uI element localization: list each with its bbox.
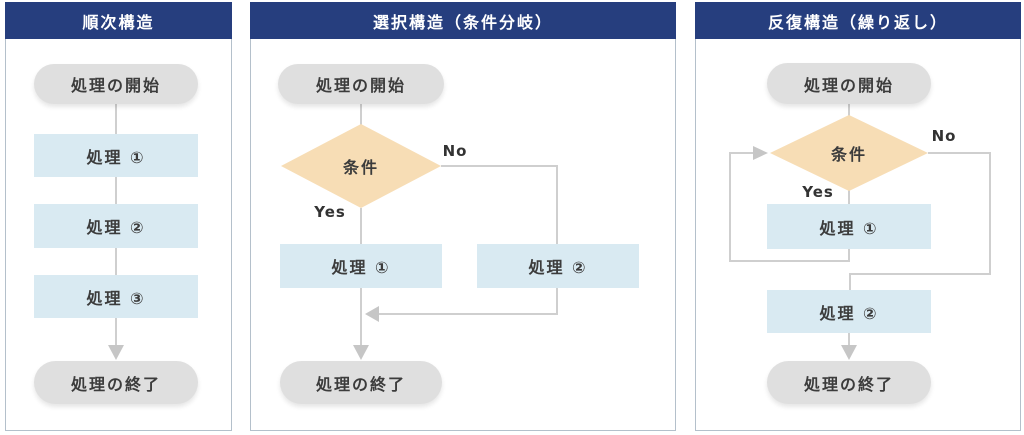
process-step-2: 処理 ② — [477, 244, 639, 288]
no-label: No — [931, 127, 957, 145]
start-terminal: 処理の開始 — [767, 63, 931, 104]
yes-label: Yes — [314, 203, 346, 221]
end-terminal: 処理の終了 — [767, 361, 931, 404]
arrowhead-down-icon — [353, 345, 369, 360]
panel-sequential: 順次構造 処理の開始 処理 ① 処理 ② 処理 ③ 処理の終了 — [5, 2, 232, 431]
end-terminal: 処理の終了 — [34, 361, 198, 404]
start-terminal: 処理の開始 — [278, 64, 444, 104]
arrowhead-left-icon — [365, 306, 379, 322]
panel-selection-title: 選択構造（条件分岐） — [250, 2, 676, 39]
connector-svg — [108, 104, 124, 360]
end-terminal: 処理の終了 — [280, 361, 442, 404]
arrowhead-down-icon — [841, 345, 857, 360]
process-step-1: 処理 ① — [280, 244, 442, 288]
process-step-1: 処理 ① — [34, 134, 198, 177]
process-step-1: 処理 ① — [767, 204, 931, 249]
panel-iteration: 反復構造（繰り返し） 処理の開始 条件 Yes No 処理 ① 処理 ② 処理の… — [695, 2, 1021, 431]
start-terminal: 処理の開始 — [34, 64, 198, 104]
process-step-2: 処理 ② — [34, 204, 198, 248]
panel-sequential-title: 順次構造 — [5, 2, 232, 39]
process-step-3: 処理 ③ — [34, 275, 198, 318]
connector-svg — [353, 104, 558, 360]
panel-iteration-title: 反復構造（繰り返し） — [695, 2, 1021, 39]
yes-label: Yes — [802, 183, 834, 201]
process-step-2: 処理 ② — [767, 290, 931, 333]
arrowhead-down-icon — [108, 345, 124, 360]
no-label: No — [442, 142, 468, 160]
connector-svg — [729, 104, 991, 360]
panel-selection: 選択構造（条件分岐） 処理の開始 条件 Yes No 処理 ① 処理 ② 処理の… — [250, 2, 676, 431]
arrowhead-right-icon — [753, 146, 768, 160]
